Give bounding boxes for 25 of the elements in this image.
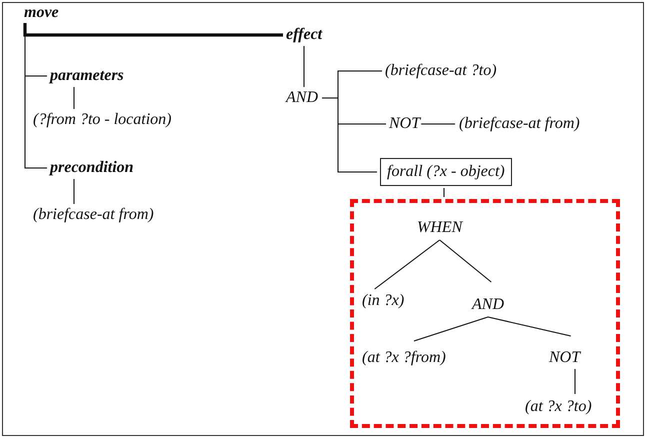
tree-label: WHEN [417, 219, 462, 237]
tree-label: (briefcase-at from) [33, 206, 154, 224]
connector-line [488, 316, 572, 336]
section-label: parameters [50, 67, 124, 85]
connector-line [413, 316, 488, 342]
connector-line [23, 23, 283, 37]
connector-line [322, 98, 378, 172]
tree-label: NOT [549, 349, 580, 367]
dashed-group-box [350, 199, 620, 428]
section-label: move [24, 4, 59, 22]
tree-label: (at ?x ?from) [362, 349, 446, 367]
quantifier-box: forall (?x - object) [380, 158, 512, 186]
tree-label: (briefcase-at ?to) [385, 62, 497, 80]
tree-label: AND [472, 296, 504, 314]
section-label: effect [286, 26, 322, 44]
tree-label: (briefcase-at from) [459, 115, 580, 133]
section-label: precondition [50, 159, 134, 177]
tree-label: (at ?x ?to) [525, 398, 592, 416]
connector-line [374, 240, 440, 290]
tree-label: NOT [389, 115, 420, 133]
tree-label: (in ?x) [362, 292, 404, 310]
connector-line [574, 368, 576, 394]
tree-label: AND [286, 89, 318, 107]
tree-label: (?from ?to - location) [33, 111, 172, 129]
connector-line [439, 240, 492, 282]
